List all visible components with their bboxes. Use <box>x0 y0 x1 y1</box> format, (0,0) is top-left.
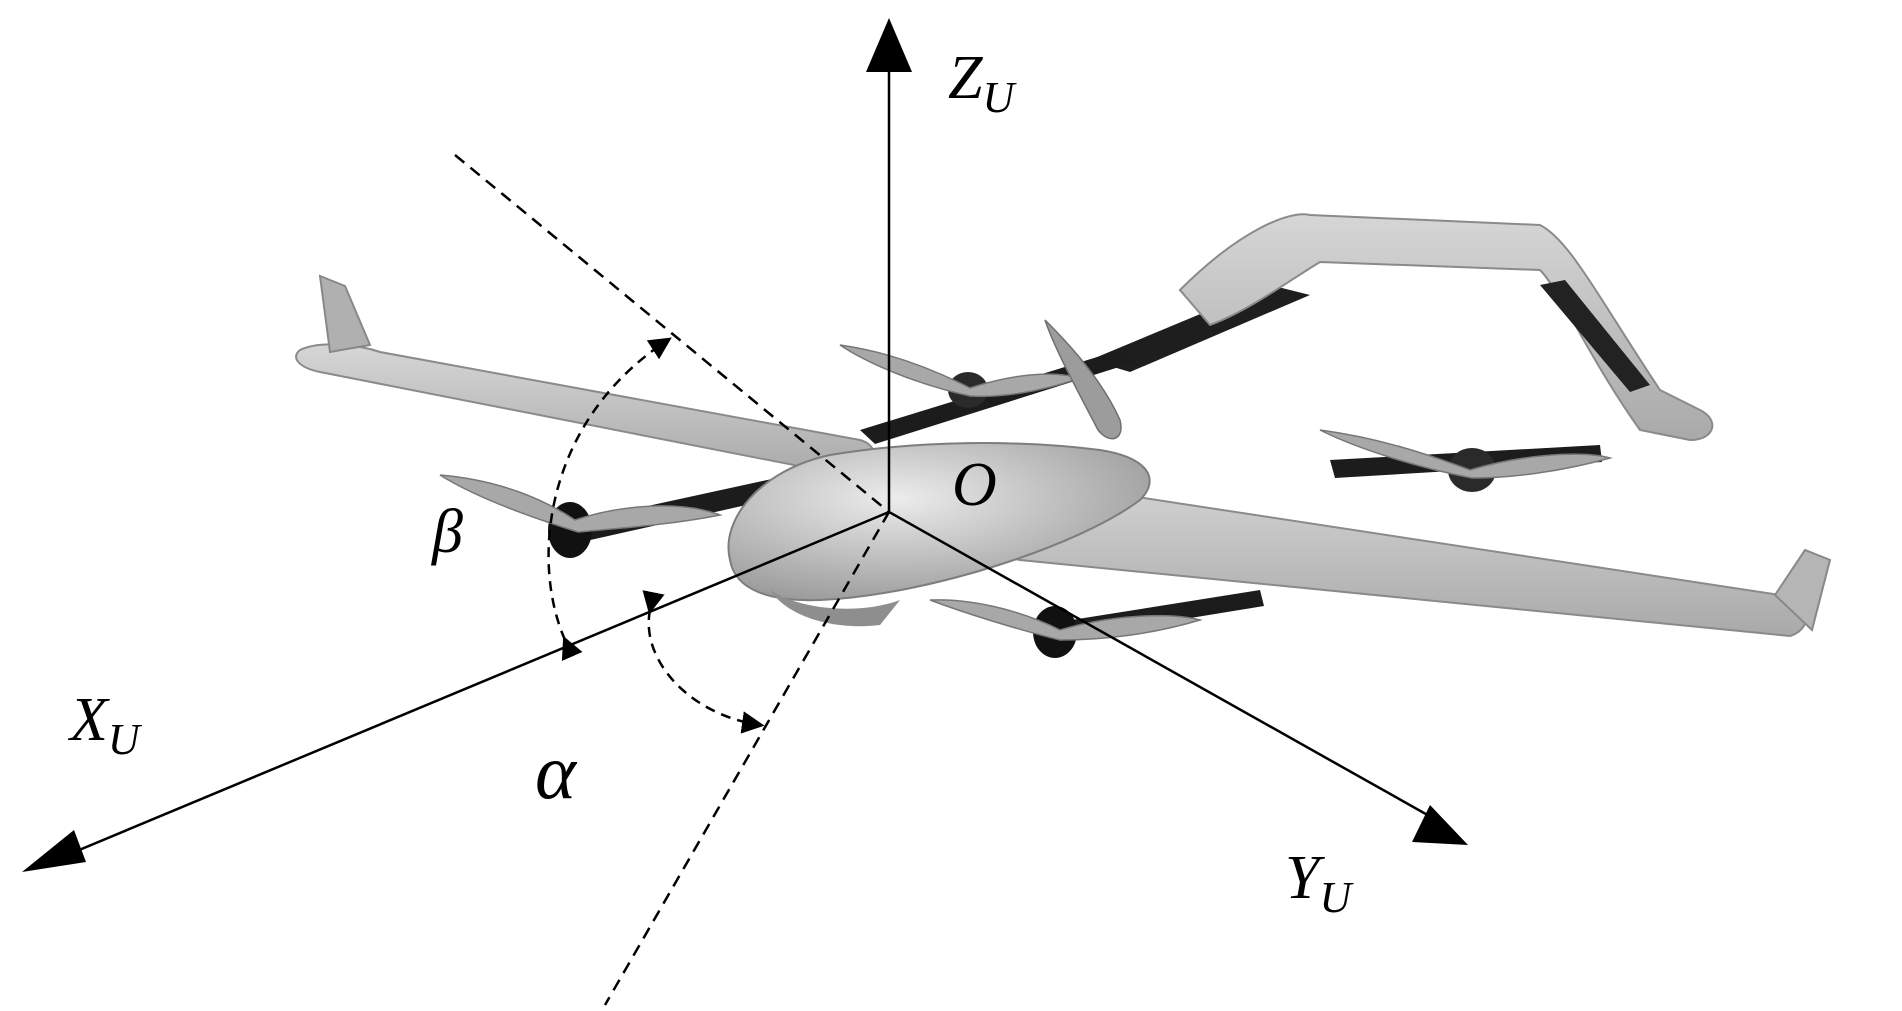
winglet-right <box>1773 548 1832 632</box>
origin-label: O <box>952 451 997 519</box>
x-axis-arrowhead <box>22 830 86 872</box>
axis-arrowheads <box>22 18 1468 872</box>
z-axis-arrowhead <box>866 18 912 72</box>
tail-fin <box>1178 213 1714 442</box>
winglet-left <box>318 274 372 354</box>
alpha-arc <box>642 590 765 734</box>
beta-label: β <box>431 498 463 566</box>
x-axis-label: XU <box>67 686 143 764</box>
coordinate-axes <box>59 62 1441 1006</box>
z-axis-label: ZU <box>948 44 1017 122</box>
axis-labels: ZU XU YU O α β <box>67 44 1354 922</box>
beta-arc <box>547 337 672 661</box>
uav-aircraft-illustration <box>295 213 1832 658</box>
dashed-reference-line <box>454 154 890 513</box>
propeller-front-right <box>929 599 1203 641</box>
wing-left <box>295 343 876 480</box>
y-axis-arrowhead <box>1412 805 1468 845</box>
fuselage <box>727 442 1151 602</box>
tail-stripe <box>1540 280 1650 392</box>
alpha-label: α <box>535 728 578 815</box>
fuselage-belly <box>770 590 900 627</box>
propeller-rear-right <box>1319 429 1613 479</box>
pusher-propeller <box>1044 319 1122 440</box>
tail-boom-far <box>1090 285 1310 372</box>
dashed-reference-line-lower <box>603 511 891 1006</box>
y-axis-label: YU <box>1285 844 1354 922</box>
propeller-rear-left <box>839 344 1083 398</box>
x-axis-line <box>59 510 890 860</box>
y-axis-line <box>888 510 1441 824</box>
rotor-arm-rear-left <box>860 350 1135 444</box>
angle-arcs <box>547 337 765 734</box>
